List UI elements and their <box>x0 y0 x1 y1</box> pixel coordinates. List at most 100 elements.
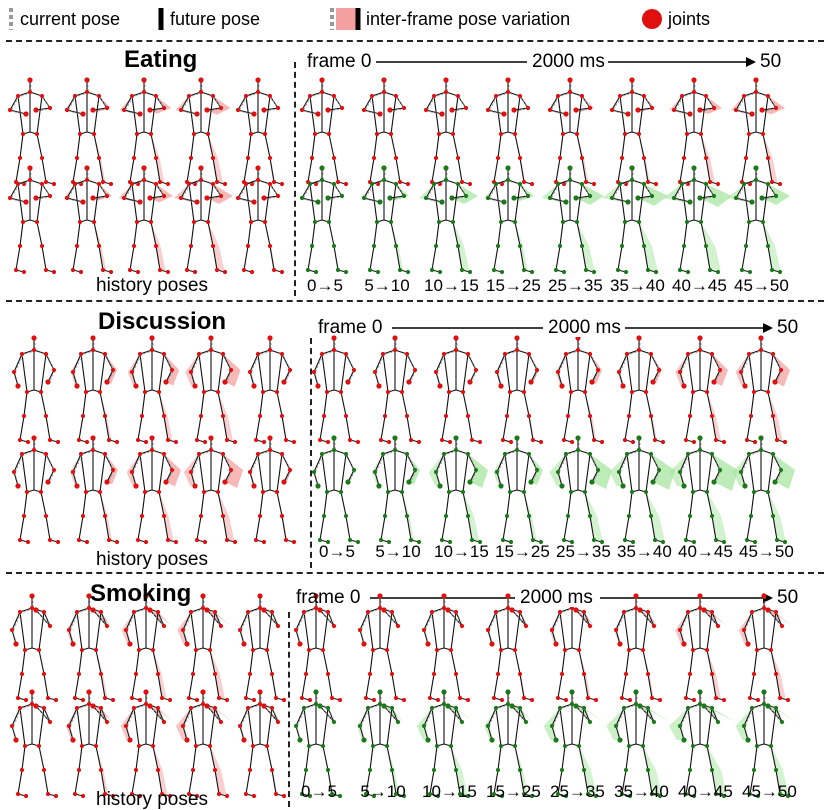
future-pose-eating-0-0 <box>299 77 349 187</box>
frame-end-discussion: 50 <box>777 317 799 338</box>
duration-smoking: 2000 ms <box>517 588 596 607</box>
range-label-discussion-4: 25→35 <box>556 542 611 561</box>
history-pose-smoking-0-0 <box>9 593 59 703</box>
history-pose-discussion-1-0 <box>11 435 61 545</box>
history-pose-eating-0-1 <box>64 77 114 187</box>
duration-discussion: 2000 ms <box>545 318 624 337</box>
future-pose-smoking-0-0 <box>293 593 343 703</box>
range-label-smoking-2: 10→15 <box>422 782 477 801</box>
range-label-discussion-3: 15→25 <box>495 542 550 561</box>
range-label-smoking-4: 25→35 <box>550 782 605 801</box>
range-label-discussion-7: 45→50 <box>739 542 794 561</box>
future-pose-smoking-1-4 <box>543 689 604 799</box>
frame-end-smoking: 50 <box>777 587 799 608</box>
variation-swatch-fill <box>336 8 356 30</box>
separator-discussion-vertical <box>310 338 312 568</box>
future-pose-discussion-0-2 <box>433 335 483 445</box>
range-label-eating-3: 15→25 <box>486 276 541 295</box>
history-pose-eating-1-0 <box>7 165 57 275</box>
range-label-smoking-3: 15→25 <box>486 782 541 801</box>
future-pose-discussion-1-3 <box>493 435 544 545</box>
future-pose-smoking-0-4 <box>549 593 599 703</box>
history-pose-discussion-1-4 <box>247 435 297 545</box>
future-pose-smoking-0-6 <box>675 593 727 703</box>
range-label-smoking-0: 0→5 <box>301 782 337 801</box>
future-pose-discussion-1-5 <box>609 435 675 545</box>
history-pose-eating-1-2 <box>118 165 173 275</box>
future-pose-eating-1-5 <box>602 165 668 275</box>
history-pose-discussion-0-4 <box>247 335 297 445</box>
future-pose-smoking-1-6 <box>669 689 736 799</box>
history-pose-eating-1-3 <box>173 165 233 275</box>
history-pose-smoking-0-1 <box>66 593 116 703</box>
range-label-eating-0: 0→5 <box>307 276 343 295</box>
range-label-discussion-5: 35→40 <box>617 542 672 561</box>
future-pose-discussion-1-4 <box>549 435 612 545</box>
joint-swatch <box>642 9 662 29</box>
range-label-eating-7: 45→50 <box>734 276 789 295</box>
future-pose-eating-1-2 <box>418 165 478 275</box>
future-pose-smoking-1-0 <box>293 689 343 799</box>
frame-start-discussion: frame 0 <box>318 317 383 338</box>
future-pose-eating-1-1 <box>361 165 411 275</box>
future-pose-eating-1-3 <box>484 165 535 275</box>
legend-variation: inter-frame pose variation <box>366 9 571 29</box>
history-pose-smoking-1-1 <box>66 689 116 799</box>
future-pose-eating-0-4 <box>547 77 597 187</box>
legend-swatches <box>9 8 662 30</box>
separator-top <box>6 40 824 42</box>
history-pose-discussion-0-1 <box>70 335 120 445</box>
separator-eating-vertical <box>294 62 296 296</box>
future-pose-smoking-1-7 <box>735 689 796 799</box>
history-pose-discussion-0-0 <box>11 335 61 445</box>
range-label-discussion-6: 40→45 <box>678 542 733 561</box>
legend-joints: joints <box>668 9 711 29</box>
future-pose-eating-1-6 <box>663 165 732 275</box>
history-pose-smoking-0-3 <box>177 593 231 703</box>
frame-start-smoking: frame 0 <box>296 587 361 608</box>
future-pose-discussion-0-3 <box>494 335 544 445</box>
section-title-discussion: Discussion <box>98 308 227 335</box>
history-pose-smoking-1-4 <box>237 689 287 799</box>
history-pose-smoking-1-0 <box>9 689 59 799</box>
history-pose-discussion-1-3 <box>183 435 243 545</box>
future-pose-eating-0-3 <box>485 77 535 187</box>
future-pose-eating-0-6 <box>669 77 722 187</box>
future-pose-smoking-1-3 <box>484 689 535 799</box>
section-title-eating: Eating <box>124 46 198 73</box>
history-pose-eating-1-4 <box>235 165 285 275</box>
range-label-discussion-2: 10→15 <box>434 542 489 561</box>
future-pose-eating-0-7 <box>730 77 785 187</box>
range-label-smoking-7: 45→50 <box>742 782 797 801</box>
future-pose-discussion-0-0 <box>311 335 361 445</box>
future-pose-smoking-1-2 <box>416 689 474 799</box>
range-label-discussion-0: 0→5 <box>319 542 355 561</box>
range-label-smoking-1: 5→10 <box>360 782 406 801</box>
history-pose-eating-1-1 <box>64 165 114 275</box>
range-label-eating-6: 40→45 <box>672 276 727 295</box>
future-pose-discussion-1-2 <box>428 435 488 545</box>
history-pose-discussion-0-2 <box>127 335 180 445</box>
future-pose-eating-0-1 <box>361 77 411 187</box>
history-caption-eating: history poses <box>96 275 208 296</box>
future-pose-discussion-1-7 <box>732 435 795 545</box>
history-pose-smoking-1-2 <box>120 689 173 799</box>
history-pose-smoking-0-2 <box>121 593 173 703</box>
future-pose-smoking-0-3 <box>485 593 535 703</box>
history-caption-discussion: history poses <box>96 549 208 570</box>
legend-current-pose: current pose <box>20 9 121 29</box>
future-pose-smoking-1-5 <box>606 689 670 799</box>
range-label-smoking-5: 35→40 <box>614 782 669 801</box>
future-pose-eating-0-2 <box>423 77 473 187</box>
history-pose-eating-0-3 <box>175 77 231 187</box>
frame-end-eating: 50 <box>760 51 782 72</box>
separator-eating-discussion <box>6 300 824 302</box>
frame-start-eating: frame 0 <box>307 51 372 72</box>
range-label-eating-2: 10→15 <box>424 276 479 295</box>
history-pose-eating-0-4 <box>235 77 285 187</box>
future-pose-eating-1-7 <box>727 165 790 275</box>
history-pose-eating-0-0 <box>7 77 57 187</box>
range-label-smoking-6: 40→45 <box>678 782 733 801</box>
